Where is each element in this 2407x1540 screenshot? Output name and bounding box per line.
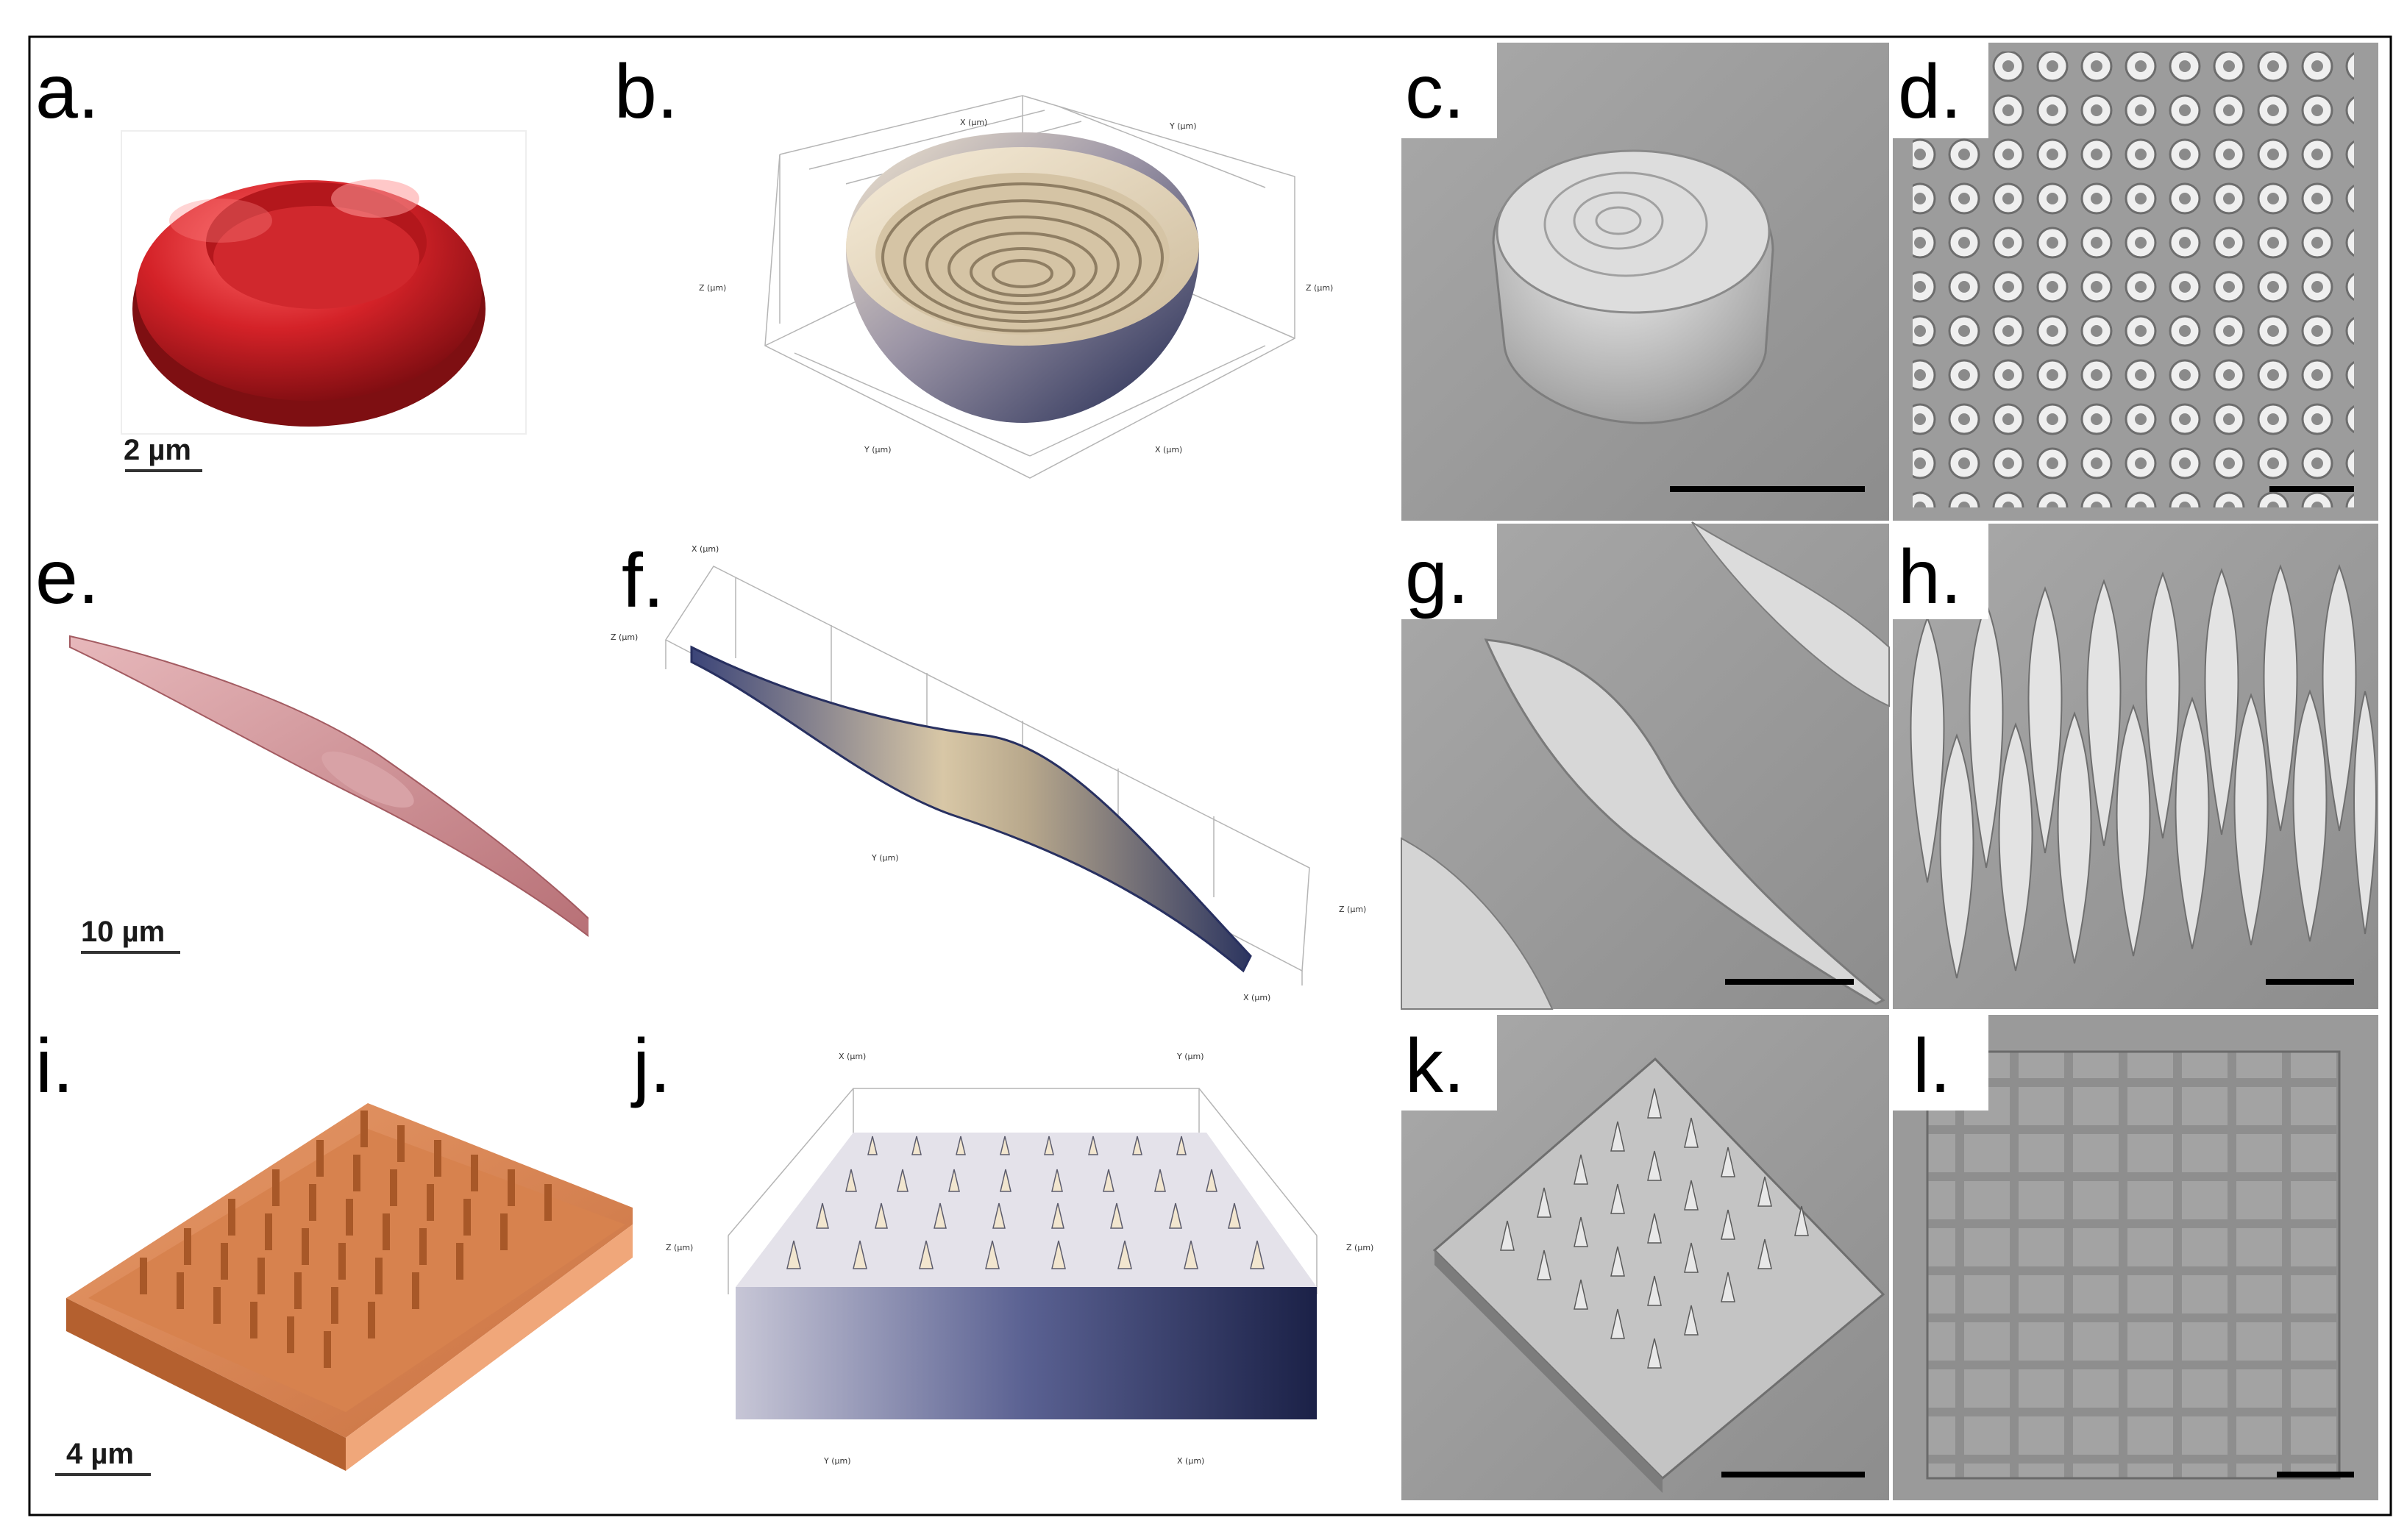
panel-d: d. bbox=[1893, 43, 2378, 521]
pillar-profile-top bbox=[736, 1133, 1317, 1287]
panel-e: e. 10 µm bbox=[35, 535, 627, 961]
panel-a-scalebar-label: 2 µm bbox=[124, 434, 191, 466]
panel-l-label: l. bbox=[1913, 1024, 1951, 1109]
sem-pillar-array bbox=[1500, 1088, 1809, 1369]
panel-g-label: g. bbox=[1405, 535, 1469, 620]
panel-l: l. bbox=[1893, 1015, 2378, 1500]
panel-c: c. bbox=[1401, 43, 1889, 521]
panel-b-axis-z: Z (µm) bbox=[1306, 283, 1333, 293]
panel-j-axis-z: Z (µm) bbox=[666, 1243, 693, 1252]
panel-f-label: f. bbox=[622, 538, 664, 624]
panel-b-axis-y2: Y (µm) bbox=[864, 445, 892, 454]
panel-f-axis-x: X (µm) bbox=[691, 544, 719, 554]
spindle-array bbox=[1910, 564, 2377, 979]
panel-i-scalebar-label: 4 µm bbox=[66, 1438, 134, 1470]
panel-k: k. bbox=[1401, 1015, 1889, 1500]
pillar-array-model bbox=[140, 1111, 552, 1368]
panel-f-axis-y: Y (µm) bbox=[871, 853, 899, 863]
panel-f-axis-z2: Z (µm) bbox=[1339, 905, 1366, 914]
panel-k-label: k. bbox=[1405, 1024, 1465, 1109]
panel-j-axis-x: X (µm) bbox=[839, 1052, 866, 1061]
rbc-model bbox=[132, 179, 486, 427]
spindle-profile bbox=[690, 645, 1252, 973]
panel-h: h. bbox=[1893, 524, 2378, 1009]
panel-i-label: i. bbox=[35, 1024, 74, 1109]
panel-j-axis-x2: X (µm) bbox=[1177, 1456, 1204, 1466]
panel-b: X (µm) Y (µm) Z (µm) Z (µm) Y (µm) X (µm… bbox=[581, 44, 1405, 522]
panel-b-axis-x: X (µm) bbox=[960, 118, 987, 127]
panel-j-axis-y: Y (µm) bbox=[1176, 1052, 1204, 1061]
panel-f: X (µm) Y (µm) Z (µm) Z (µm) X (µm) f. bbox=[589, 530, 1401, 1015]
panel-e-scalebar-label: 10 µm bbox=[81, 916, 165, 948]
sem-spindle bbox=[1484, 638, 1885, 1005]
panel-f-axis-x2: X (µm) bbox=[1243, 993, 1270, 1002]
panel-b-axis-z2: Z (µm) bbox=[699, 283, 726, 293]
panel-a: a. 2 µm bbox=[35, 49, 527, 472]
panel-a-label: a. bbox=[35, 49, 99, 135]
biconcave-profile bbox=[846, 132, 1199, 423]
panel-b-axis-y: Y (µm) bbox=[1169, 121, 1197, 131]
panel-c-label: c. bbox=[1405, 49, 1465, 135]
panel-b-label: b. bbox=[614, 49, 678, 135]
panel-j: Z (µm) Z (µm) X (µm) Y (µm) Y (µm) X (µm… bbox=[630, 1019, 1401, 1508]
panel-b-axis-x2: X (µm) bbox=[1155, 445, 1182, 454]
panel-i: i. 4 µm bbox=[35, 1024, 647, 1476]
pillar-profile-array bbox=[786, 1136, 1265, 1269]
panel-j-label: j. bbox=[630, 1024, 671, 1109]
panel-e-label: e. bbox=[35, 535, 99, 620]
panel-h-label: h. bbox=[1898, 535, 1962, 620]
sem-grid-top-view bbox=[1926, 1050, 2341, 1480]
sem-replica bbox=[1492, 149, 1774, 424]
sem-pad bbox=[1432, 1057, 1885, 1480]
panel-j-axis-z2: Z (µm) bbox=[1346, 1243, 1373, 1252]
panel-f-axis-z: Z (µm) bbox=[611, 632, 638, 642]
panel-j-axis-y2: Y (µm) bbox=[823, 1456, 851, 1466]
panel-g: g. bbox=[1401, 521, 1890, 1010]
panel-d-label: d. bbox=[1898, 49, 1962, 135]
